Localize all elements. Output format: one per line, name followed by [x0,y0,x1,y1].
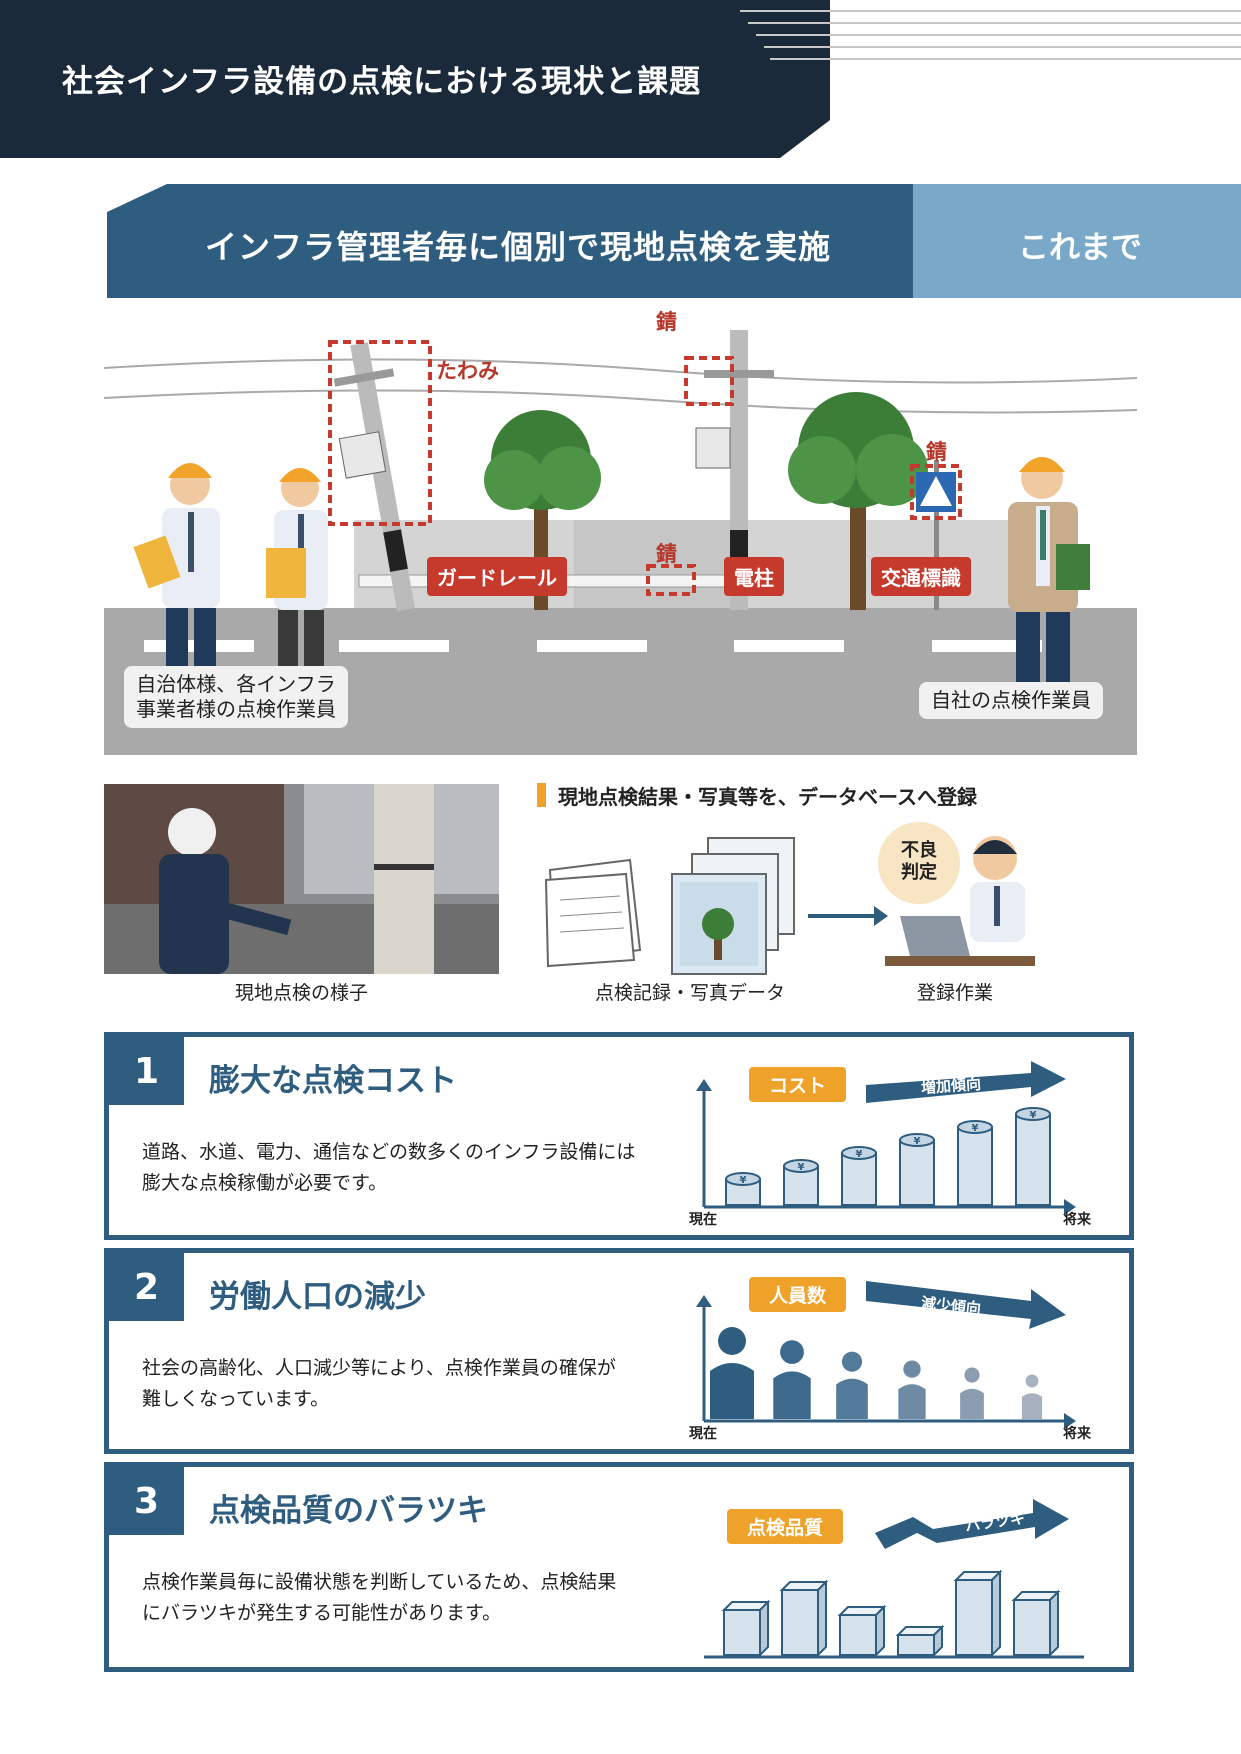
issue-number: 3 [109,1467,184,1535]
cost-bar: ¥ [957,1120,993,1206]
quality-bar [721,1599,771,1658]
rust-label-guardrail: 錆 [656,542,677,566]
x-axis-end: 将来 [1063,1212,1091,1228]
inspection-photo-graphic [104,784,499,974]
heading-accent-bar [537,783,546,807]
records-illustration [540,830,800,984]
headcount-badge: 人員数 [749,1277,847,1312]
photo-caption: 現地点検の様子 [234,982,368,1004]
zigzag-arrow-icon [875,1499,1069,1549]
issue-description: 点検作業員毎に設備状態を判断しているため、点検結果にバラツキが発生する可能性があ… [142,1571,617,1624]
person-icon [898,1360,926,1419]
quality-bar [837,1604,887,1658]
svg-text:¥: ¥ [914,1136,921,1147]
issue-number: 1 [109,1037,184,1105]
guardrail-label: ガードレール [427,557,567,596]
quality-bar [895,1624,945,1658]
pole-label: 電柱 [724,557,784,596]
cost-bar: ¥ [725,1172,761,1206]
cost-bar-chart: ¥ ¥ ¥ ¥ ¥ ¥ [696,1079,1076,1215]
trend-arrow-down-icon [866,1281,1066,1329]
cost-bar: ¥ [899,1133,935,1206]
svg-text:¥: ¥ [1030,1110,1037,1121]
quality-badge: 点検品質 [727,1509,844,1544]
issue-card-cost: 1 膨大な点検コスト 道路、水道、電力、通信などの数多くのインフラ設備には膨大な… [104,1032,1134,1240]
svg-text:¥: ¥ [972,1123,979,1134]
left-workers-label: 自治体様、各インフラ事業者様の点検作業員 [124,666,348,728]
right-worker-label: 自社の点検作業員 [919,682,1103,719]
street-scene-illustration: たわみ 錆 錆 錆 ガードレール 電柱 交通標識 自治体様、各インフラ事業者様の… [103,310,1138,755]
person-icon [773,1340,811,1419]
rust-label-pole: 錆 [656,310,677,334]
cost-bar: ¥ [783,1159,819,1206]
banner-side-tab [913,184,1241,298]
banner-side-label: これまで [1018,230,1142,266]
cost-badge: コスト [749,1067,847,1102]
x-axis-start: 現在 [689,1212,717,1228]
issue-title: 労働人口の減少 [209,1279,426,1315]
person-icon [1021,1374,1043,1419]
issue-card-quality: 3 点検品質のバラツキ 点検作業員毎に設備状態を判断しているため、点検結果にバラ… [104,1462,1134,1672]
street-scene-graphic [103,330,1138,755]
person-icon [960,1367,984,1419]
records-caption: 点検記録・写真データ [594,982,785,1004]
quality-bar-chart [704,1569,1084,1659]
issue-title: 膨大な点検コスト [209,1063,457,1099]
svg-text:¥: ¥ [740,1175,747,1186]
quality-bar [953,1569,1003,1658]
x-axis-start: 現在 [689,1426,717,1442]
person-icon [710,1327,754,1419]
issue-description: 道路、水道、電力、通信などの数多くのインフラ設備には膨大な点検稼働が必要です。 [142,1141,636,1194]
person-icon [836,1351,868,1419]
sign-label: 交通標識 [871,557,971,596]
issue-description: 社会の高齢化、人口減少等により、点検作業員の確保が難しくなっています。 [142,1357,616,1410]
headcount-person-chart [696,1295,1076,1429]
x-axis-end: 将来 [1063,1426,1091,1442]
banner-title: インフラ管理者毎に個別で現地点検を実施 [205,228,832,266]
site-inspection-photo [104,784,499,974]
arrow-right-icon [808,904,888,932]
cost-bar: ¥ [1015,1107,1051,1206]
middle-heading: 現地点検結果・写真等を、データベースへ登録 [558,785,977,809]
defect-judgement-badge: 不良判定 [878,822,960,904]
svg-text:¥: ¥ [798,1162,805,1173]
quality-bar [779,1579,829,1658]
issue-title: 点検品質のバラツキ [209,1493,488,1529]
header-bar [0,0,830,158]
cost-bar: ¥ [841,1146,877,1206]
issue-card-workforce: 2 労働人口の減少 社会の高齢化、人口減少等により、点検作業員の確保が難しくなっ… [104,1248,1134,1454]
quality-bar [1011,1589,1061,1658]
registration-worker-illustration [880,826,1040,980]
page-title: 社会インフラ設備の点検における現状と課題 [62,64,702,100]
sag-label: たわみ [436,359,499,383]
issue-number: 2 [109,1253,184,1321]
trend-arrow-up-icon [866,1061,1066,1103]
svg-text:¥: ¥ [856,1149,863,1160]
section-banner [107,184,913,298]
rust-label-sign: 錆 [926,440,947,464]
records-photos-icon [544,837,795,975]
register-caption: 登録作業 [916,982,993,1004]
